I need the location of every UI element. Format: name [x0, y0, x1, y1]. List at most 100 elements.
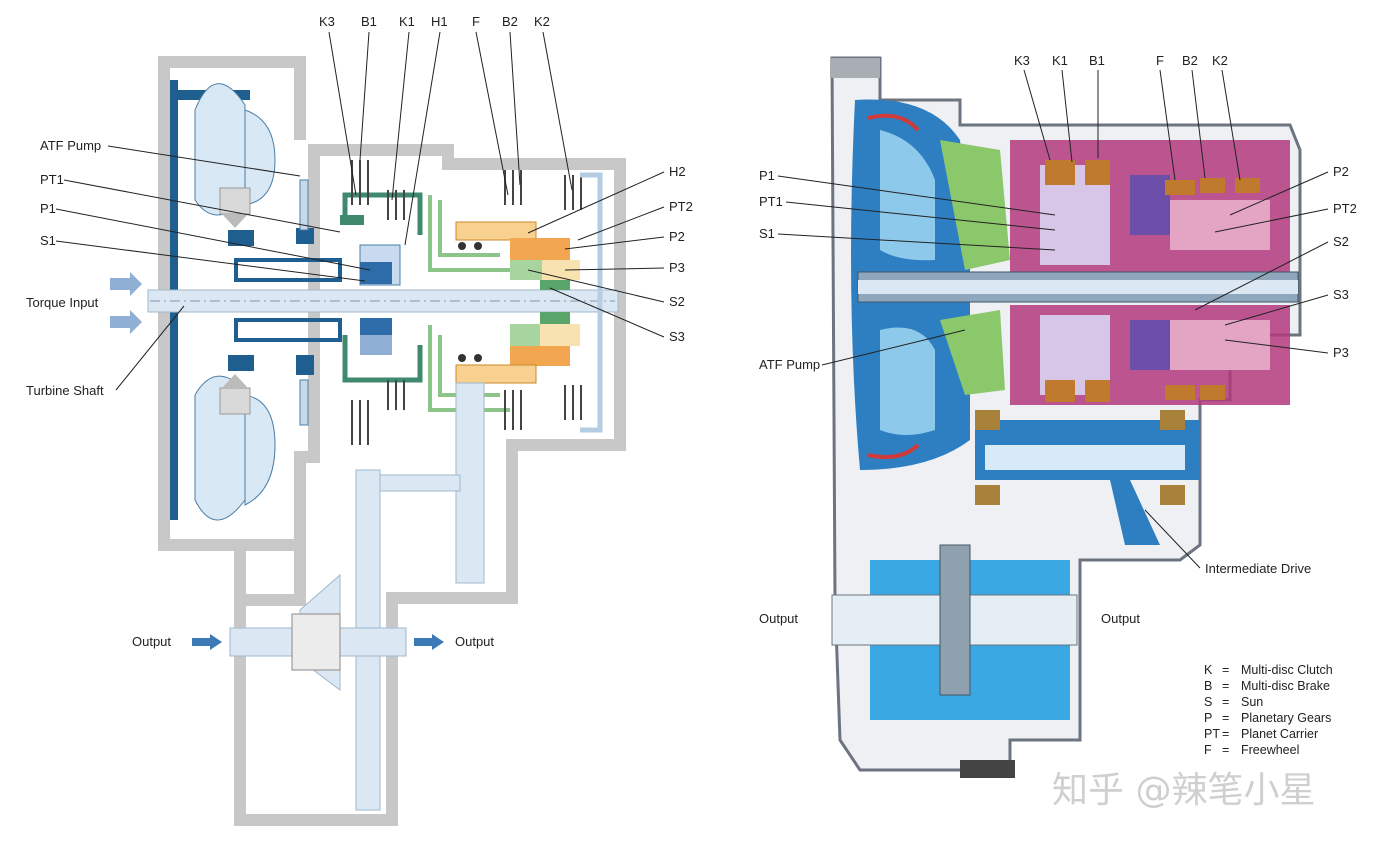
intermediate-link	[379, 474, 461, 492]
legend-eq: =	[1222, 663, 1229, 677]
pump-plate-bottom	[299, 379, 309, 426]
left-schematic: K3 B1 K1 H1 F B2 K2 ATF Pump PT1 P1 S1 T…	[26, 14, 693, 826]
watermark-text: 知乎 @辣笔小星	[1052, 770, 1315, 811]
clutch-k3-top	[340, 215, 364, 225]
turbine-shaft	[147, 289, 619, 313]
label-r-k2: K2	[1212, 53, 1228, 68]
output-arrow-left	[192, 634, 222, 650]
right-right-leaders	[1194, 171, 1329, 354]
left-right-labels: H2 PT2 P2 P3 S2 S3	[669, 164, 693, 344]
left-side-leaders	[55, 145, 371, 391]
legend-desc: Planet Carrier	[1241, 727, 1318, 741]
label-k2: K2	[534, 14, 550, 29]
right-left-leaders	[777, 175, 1056, 366]
turbine-top	[244, 109, 276, 206]
bearing-3	[458, 354, 466, 362]
torque-arrow-top	[110, 272, 142, 296]
p2-gear-bottom	[510, 346, 570, 366]
differential-gears	[291, 613, 341, 671]
legend-desc: Freewheel	[1241, 743, 1299, 757]
s1-core-bottom	[360, 318, 392, 340]
label-atf-pump: ATF Pump	[40, 138, 101, 153]
legend-key: K	[1204, 663, 1213, 677]
stator-bottom	[219, 387, 251, 415]
label-r-output-left: Output	[759, 611, 798, 626]
torque-arrow-bottom	[110, 310, 142, 334]
leader-intermediate-drive	[1144, 509, 1201, 569]
label-r-p3: P3	[1333, 345, 1349, 360]
bearing-1	[458, 242, 466, 250]
label-s3: S3	[669, 329, 685, 344]
s3-gear-bottom	[540, 312, 570, 324]
left-side-labels: ATF Pump PT1 P1 S1 Torque Input Turbine …	[26, 138, 104, 398]
bearing-4	[474, 354, 482, 362]
legend-key: P	[1204, 711, 1212, 725]
label-r-f: F	[1156, 53, 1164, 68]
label-p1: P1	[40, 201, 56, 216]
h1-path-top2	[438, 200, 500, 257]
output-shaft-vertical	[455, 382, 485, 584]
bearing-r1	[975, 410, 1000, 430]
label-output-right: Output	[455, 634, 494, 649]
label-f: F	[472, 14, 480, 29]
label-s2: S2	[669, 294, 685, 309]
label-r-p1: P1	[759, 168, 775, 183]
k2-drum	[580, 172, 603, 433]
label-r-k3: K3	[1014, 53, 1030, 68]
ps2-top	[1130, 175, 1170, 235]
label-p3: P3	[669, 260, 685, 275]
atf-pump-bottom	[296, 355, 314, 375]
label-p2: P2	[669, 229, 685, 244]
label-h2: H2	[669, 164, 686, 179]
k3-drum-bottom	[342, 335, 423, 383]
right-cutaway: K3 K1 B1 F B2 K2 P1 PT1 S1 ATF Pump	[759, 53, 1357, 778]
label-intermediate-drive: Intermediate Drive	[1205, 561, 1311, 576]
pump-green-top	[940, 140, 1010, 270]
input-path-bottom	[234, 318, 342, 342]
turbine-bottom	[244, 394, 276, 506]
s1-gear-bottom	[360, 335, 392, 355]
right-top-leaders	[1023, 69, 1241, 181]
label-s1: S1	[40, 233, 56, 248]
left-top-labels: K3 B1 K1 H1 F B2 K2	[319, 14, 550, 29]
label-r-k1: K1	[1052, 53, 1068, 68]
label-r-b1: B1	[1089, 53, 1105, 68]
h1-path-top	[428, 195, 510, 272]
pump-green-bottom	[940, 310, 1005, 395]
label-r-atf-pump: ATF Pump	[759, 357, 820, 372]
s2-gear-bottom	[510, 324, 542, 346]
ps3-top	[1170, 200, 1270, 250]
legend-desc: Multi-disc Brake	[1241, 679, 1330, 693]
legend-key: S	[1204, 695, 1212, 709]
k3-drum-top	[342, 192, 423, 235]
h2-ring-bottom	[455, 364, 537, 384]
p3-gear-bottom	[540, 324, 580, 346]
diff-pinion-shaft	[939, 544, 971, 696]
label-h1: H1	[431, 14, 448, 29]
stator-arrow-bottom	[222, 374, 248, 388]
pump-block-bottom	[228, 355, 254, 371]
label-r-p2: P2	[1333, 164, 1349, 179]
label-output-left: Output	[132, 634, 171, 649]
legend-eq: =	[1222, 711, 1229, 725]
stator-arrow-top	[222, 214, 248, 228]
intermediate-gear	[1110, 480, 1160, 545]
clutch-packs	[351, 160, 582, 445]
converter-red-bottom	[867, 443, 920, 459]
label-b2: B2	[502, 14, 518, 29]
bearing-r4	[1160, 485, 1185, 505]
label-r-s1: S1	[759, 226, 775, 241]
label-r-output-right: Output	[1101, 611, 1140, 626]
p2-gear-top	[510, 238, 570, 260]
legend-desc: Planetary Gears	[1241, 711, 1331, 725]
right-right-labels: P2 PT2 S2 S3 P3	[1333, 164, 1357, 360]
label-turbine-shaft: Turbine Shaft	[26, 383, 104, 398]
right-top-labels: K3 K1 B1 F B2 K2	[1014, 53, 1228, 68]
label-k3: K3	[319, 14, 335, 29]
left-top-leaders	[328, 31, 573, 246]
legend-eq: =	[1222, 679, 1229, 693]
s2-gear-top	[510, 260, 542, 280]
bearing-2	[474, 242, 482, 250]
